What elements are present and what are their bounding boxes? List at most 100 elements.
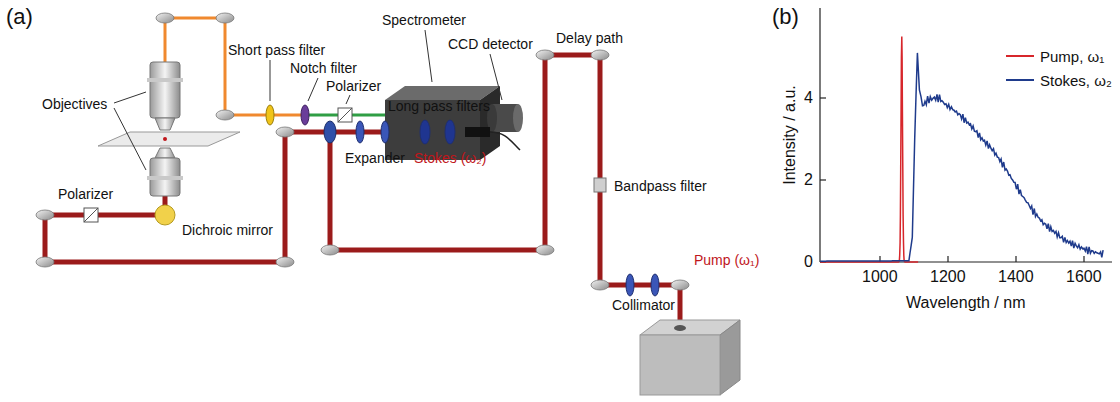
laser-beams [45, 55, 680, 330]
objective-bottom [147, 176, 183, 180]
spectrometer [385, 86, 500, 160]
objective-top [150, 62, 180, 118]
mirror [276, 127, 294, 137]
laser-box [674, 325, 686, 331]
part-label: Delay path [556, 30, 623, 46]
part-label: Short pass filter [228, 42, 325, 58]
laser-beams [45, 132, 330, 262]
lens [445, 120, 455, 144]
axis-text: 1000 [862, 268, 898, 286]
mirror [536, 245, 554, 255]
leader-line [490, 54, 502, 100]
mirror [591, 280, 609, 290]
chart-axes [820, 179, 826, 180]
mirror [36, 13, 689, 290]
leader-line [114, 108, 146, 170]
polarizer-cube [338, 108, 352, 122]
polarizer-cube [84, 208, 98, 222]
polarizer-cube [84, 208, 98, 222]
mirror [276, 257, 294, 267]
part-label: Pump (ω₁) [694, 252, 759, 268]
bandpass-filter [594, 178, 606, 192]
fiber [490, 132, 520, 150]
axis-text: 2 [804, 171, 813, 189]
polarizer-cube [338, 108, 352, 122]
lens [356, 121, 364, 143]
part-label: Notch filter [290, 60, 357, 76]
chart-axes [819, 8, 820, 262]
part-label: Dichroic mirror [182, 222, 273, 238]
part-label: Spectrometer [382, 12, 466, 28]
part-label: Polarizer [326, 78, 381, 94]
collimator-lens [626, 274, 659, 296]
mirror [671, 280, 689, 290]
leader-line [114, 30, 502, 170]
signal-beam [165, 18, 385, 115]
dichroic-mirror [155, 205, 175, 225]
fiber-output [465, 127, 490, 137]
laser-box [640, 335, 720, 395]
leader-line [114, 92, 146, 103]
mirror [536, 50, 554, 60]
objective-top [147, 62, 183, 130]
signal-beam [165, 18, 305, 115]
objective-top [155, 118, 175, 130]
legend-text: Pump, ω₁ [1040, 48, 1104, 65]
focus-spot [163, 137, 167, 141]
objective-top [147, 78, 183, 82]
legend-sample [1006, 55, 1034, 57]
beam-combiner [324, 121, 336, 143]
mirror [156, 13, 174, 23]
mirror [321, 245, 339, 255]
axis-text: Wavelength / nm [906, 294, 1025, 312]
part-label: Expander [345, 150, 405, 166]
spectrometer [385, 86, 500, 100]
axis-text: 4 [804, 89, 813, 107]
axis-text: 1200 [930, 268, 966, 286]
ccd-detector [513, 104, 523, 132]
chart-axes [1083, 256, 1084, 262]
lens [420, 120, 430, 144]
chart-axes [820, 8, 1112, 262]
leader-line [308, 78, 318, 101]
leader-line [270, 60, 271, 101]
chart-axes [820, 97, 826, 98]
objective-bottom [155, 148, 175, 158]
axis-text: 1600 [1066, 268, 1102, 286]
leader-line [346, 95, 350, 104]
collimator-lens [651, 274, 659, 296]
legend-sample [1006, 79, 1034, 81]
axis-text: 1400 [998, 268, 1034, 286]
part-label: Bandpass filter [614, 178, 707, 194]
panel-label: (b) [772, 4, 799, 29]
chart-axes [947, 256, 948, 262]
axis-text: Intensity / a.u. [781, 85, 799, 185]
part-label: CCD detector [448, 36, 533, 52]
chart-axes [1015, 256, 1016, 262]
legend-text: Stokes, ω₂ [1040, 72, 1112, 89]
part-label: Stokes (ω₂) [414, 150, 486, 166]
objective-bottom [147, 148, 183, 196]
collimator-lens [626, 274, 634, 296]
ccd-detector [487, 104, 523, 132]
pump-spectrum [820, 37, 918, 263]
sample-slide [98, 132, 240, 146]
mirror [36, 210, 54, 220]
polarizer-cube [338, 108, 352, 122]
short-pass-filter [266, 105, 274, 125]
legend-sample [1006, 56, 1034, 80]
part-label: Objectives [42, 96, 107, 112]
leader-line [425, 30, 432, 82]
polarizer-cube [84, 208, 98, 222]
laser-box [640, 320, 740, 395]
mirror [36, 257, 54, 267]
laser-box [720, 320, 740, 395]
panel-label: (a) [6, 4, 33, 29]
lens [356, 120, 455, 144]
notch-filter [301, 105, 309, 125]
lens [381, 121, 389, 143]
part-label: Polarizer [58, 186, 113, 202]
mirror [216, 110, 234, 120]
part-label: Collimator [612, 297, 675, 313]
